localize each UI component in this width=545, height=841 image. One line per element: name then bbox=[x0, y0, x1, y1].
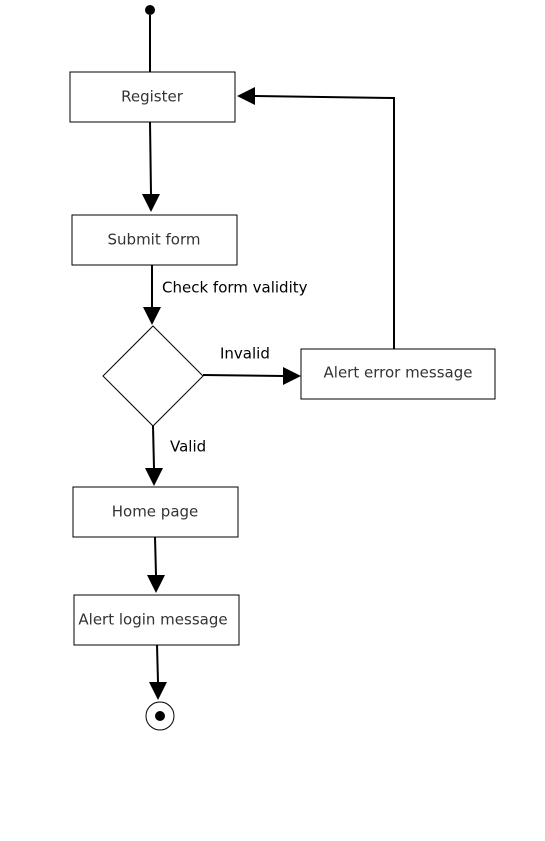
edge-submit-to-decision bbox=[143, 265, 161, 325]
node-home-page-label: Home page bbox=[112, 503, 199, 521]
node-register-label: Register bbox=[121, 88, 184, 106]
node-submit-form: Submit form bbox=[71, 214, 238, 266]
edge-home-to-alert-login bbox=[147, 536, 165, 593]
edge-label-invalid: Invalid bbox=[220, 345, 270, 363]
node-alert-error-message: Alert error message bbox=[300, 348, 496, 400]
edge-alert-error-to-register bbox=[237, 87, 395, 349]
start-node bbox=[145, 5, 155, 15]
edge-label-valid: Valid bbox=[170, 438, 206, 456]
node-alert-error-label: Alert error message bbox=[324, 364, 473, 382]
node-register: Register bbox=[69, 71, 236, 123]
edge-alert-login-to-end bbox=[149, 644, 167, 700]
edge-decision-to-home bbox=[145, 425, 163, 486]
node-home-page: Home page bbox=[72, 486, 239, 538]
node-submit-form-label: Submit form bbox=[108, 231, 201, 249]
node-alert-login-label: Alert login message bbox=[78, 611, 227, 629]
edge-register-to-submit bbox=[142, 121, 160, 212]
end-node bbox=[145, 701, 175, 731]
edge-decision-to-alert-error bbox=[202, 367, 301, 385]
edge-label-check-validity: Check form validity bbox=[162, 279, 308, 297]
decision-node bbox=[102, 325, 204, 427]
node-alert-login-message: Alert login message bbox=[73, 594, 240, 646]
